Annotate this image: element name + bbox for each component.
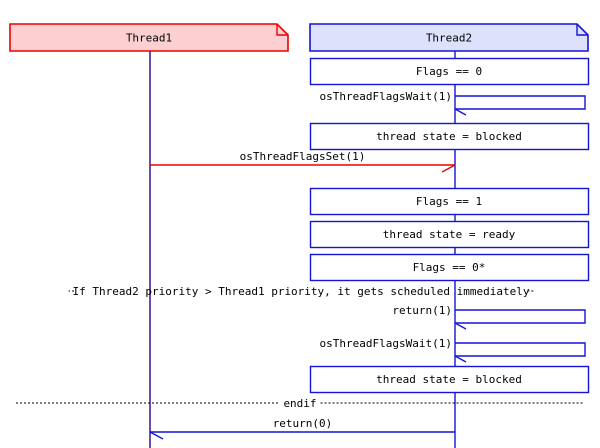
state-box-label: thread state = blocked xyxy=(376,373,522,386)
state-box-label: Flags == 0 xyxy=(416,65,482,78)
state-box-label: thread state = blocked xyxy=(376,130,522,143)
state-box xyxy=(309,122,590,151)
state-box xyxy=(309,365,590,394)
self-message-2: osThreadFlagsWait(1) xyxy=(320,337,586,363)
self-message-loop xyxy=(455,342,586,357)
state-box-label: thread state = ready xyxy=(383,228,516,241)
participant-thread2[interactable]: Thread2 xyxy=(309,23,589,52)
participants-layer: Thread1 Thread2 xyxy=(9,23,589,52)
arrowhead-icon xyxy=(454,108,467,116)
message-left-1: return(0) xyxy=(149,417,455,440)
arrowhead-icon xyxy=(454,322,467,330)
participant-box xyxy=(309,23,589,52)
folded-corner-icon xyxy=(276,24,288,36)
arrowhead-icon xyxy=(149,431,164,440)
participant-label-thread1: Thread1 xyxy=(126,32,172,45)
messages-layer: osThreadFlagsWait(1) return(1) osThreadFla… xyxy=(149,90,586,440)
folded-corner-icon xyxy=(576,24,588,36)
state-box-label: Flags == 0* xyxy=(413,261,486,274)
self-message-label: osThreadFlagsWait(1) xyxy=(320,90,452,103)
state-box xyxy=(309,253,590,282)
arrowhead-icon xyxy=(441,164,456,173)
message-right-0: osThreadFlagsSet(1) xyxy=(150,150,456,173)
message-label: return(0) xyxy=(273,417,333,430)
self-message-loop xyxy=(455,309,586,324)
participant-box xyxy=(9,23,289,52)
participant-thread1[interactable]: Thread1 xyxy=(9,23,289,52)
dividers-layer: If Thread2 priority > Thread1 priority, … xyxy=(16,285,584,410)
state-box xyxy=(309,187,590,216)
state-box-label: Flags == 1 xyxy=(416,195,482,208)
participant-label-thread2: Thread2 xyxy=(426,32,472,45)
self-message-label: osThreadFlagsWait(1) xyxy=(320,337,452,350)
divider-label-0: If Thread2 priority > Thread1 priority, … xyxy=(73,285,530,298)
self-message-1: return(1) xyxy=(392,304,586,330)
arrowhead-icon xyxy=(454,355,467,363)
self-message-0: osThreadFlagsWait(1) xyxy=(320,90,586,116)
state-box xyxy=(309,220,590,249)
self-message-label: return(1) xyxy=(392,304,452,317)
state-box xyxy=(309,57,590,86)
message-label: osThreadFlagsSet(1) xyxy=(240,150,366,163)
self-message-loop xyxy=(455,95,586,110)
divider-label-1: endif xyxy=(283,397,316,410)
